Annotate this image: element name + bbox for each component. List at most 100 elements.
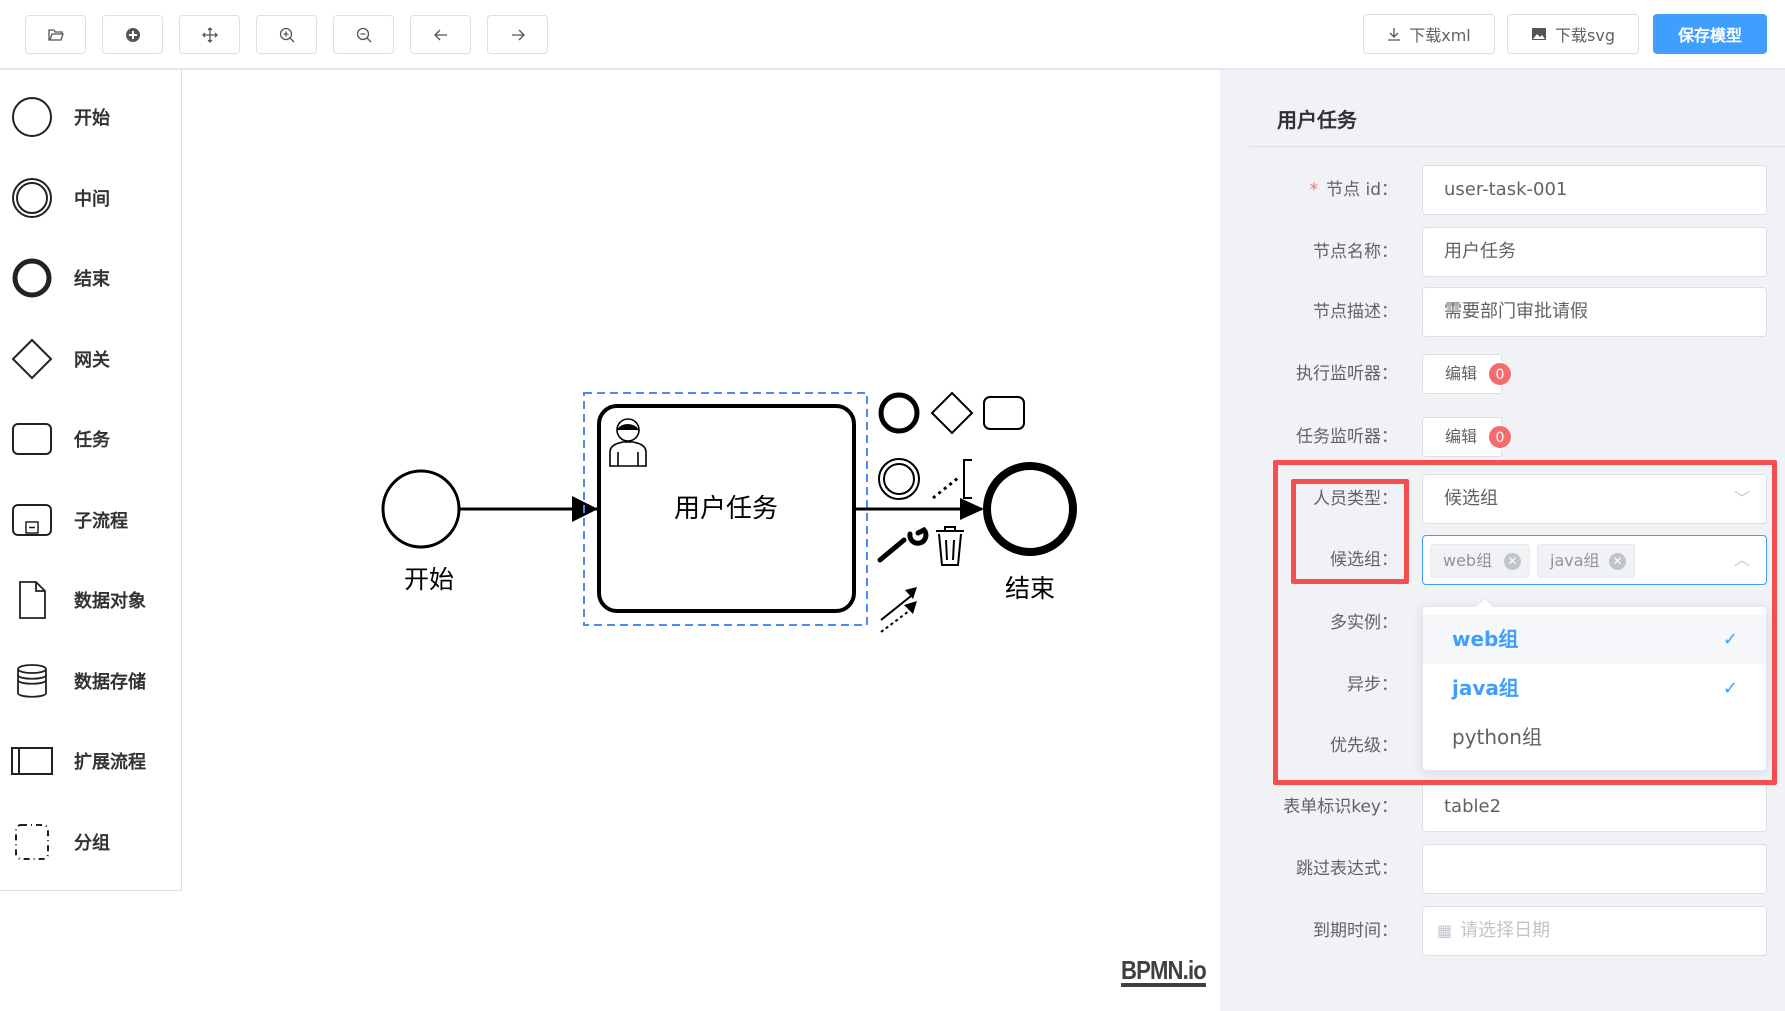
palette-item-label: 分组 bbox=[74, 833, 110, 854]
node-id-row: *节点 id： user-task-001 bbox=[1220, 165, 1785, 215]
skip-expr-input[interactable] bbox=[1422, 844, 1767, 894]
palette-item-end[interactable]: 结束 bbox=[10, 253, 110, 303]
palette-item-subprocess[interactable]: 子流程 bbox=[10, 495, 128, 545]
data-store-icon bbox=[17, 664, 47, 698]
toolbar: 下载xml 下载svg 保存模型 bbox=[0, 0, 1785, 70]
new-diagram-button[interactable] bbox=[102, 15, 163, 54]
data-object-icon bbox=[19, 581, 46, 619]
zoom-out-button[interactable] bbox=[333, 15, 394, 54]
zoom-out-icon bbox=[356, 27, 371, 42]
palette-item-group[interactable]: 分组 bbox=[10, 817, 110, 867]
node-desc-label: 节点描述： bbox=[1313, 302, 1398, 322]
palette-item-task[interactable]: 任务 bbox=[10, 414, 110, 464]
palette-item-label: 数据存储 bbox=[74, 672, 146, 693]
due-date-label: 到期时间： bbox=[1313, 921, 1398, 941]
append-end-event-icon[interactable] bbox=[878, 392, 920, 434]
due-date-picker[interactable]: ▦请选择日期 bbox=[1422, 906, 1767, 956]
candidate-group-label: 候选组： bbox=[1330, 550, 1398, 570]
task-icon bbox=[12, 423, 52, 455]
intermediate-event-icon bbox=[12, 178, 52, 218]
form-key-input[interactable]: table2 bbox=[1422, 782, 1767, 832]
priority-row: 优先级： bbox=[1220, 721, 1785, 771]
palette-item-label: 扩展流程 bbox=[74, 752, 146, 773]
trash-icon[interactable] bbox=[936, 526, 964, 566]
bpmn-io-logo[interactable]: BPMN.io bbox=[1121, 955, 1207, 987]
check-icon: ✓ bbox=[1722, 629, 1738, 650]
user-type-row: 人员类型： 候选组﹀ bbox=[1220, 474, 1785, 524]
group-icon bbox=[15, 824, 49, 860]
text-annotation-icon[interactable] bbox=[932, 459, 972, 500]
diagram-canvas[interactable]: 开始 用户任务 结束 BPMN.io bbox=[183, 70, 1220, 1011]
connect-icon[interactable] bbox=[880, 587, 917, 633]
user-task[interactable] bbox=[597, 404, 856, 613]
skip-expr-label: 跳过表达式： bbox=[1296, 859, 1398, 879]
gateway-icon bbox=[11, 338, 53, 380]
highlight-box-outer bbox=[1273, 460, 1777, 785]
form-key-label: 表单标识key： bbox=[1283, 797, 1398, 817]
priority-label: 优先级： bbox=[1330, 736, 1398, 756]
fit-view-button[interactable] bbox=[179, 15, 240, 54]
move-icon bbox=[201, 26, 218, 43]
async-row: 异步： bbox=[1220, 660, 1785, 710]
panel-title: 用户任务 bbox=[1277, 108, 1357, 132]
option-web[interactable]: web组✓ bbox=[1423, 615, 1766, 664]
calendar-icon: ▦ bbox=[1437, 921, 1453, 940]
image-icon bbox=[1532, 28, 1547, 40]
palette-item-intermediate[interactable]: 中间 bbox=[10, 173, 110, 223]
append-gateway-icon[interactable] bbox=[930, 391, 974, 435]
palette: 开始 中间 结束 网关 任务 子流程 数据对象 数据存储 扩展流程 分组 bbox=[0, 70, 182, 891]
selection-outline bbox=[583, 392, 868, 626]
node-name-input[interactable]: 用户任务 bbox=[1422, 227, 1767, 277]
node-id-label: *节点 id： bbox=[1309, 180, 1398, 200]
palette-item-start[interactable]: 开始 bbox=[10, 92, 110, 142]
open-file-button[interactable] bbox=[25, 15, 86, 54]
redo-button[interactable] bbox=[487, 15, 548, 54]
end-event-label: 结束 bbox=[1005, 574, 1055, 603]
tag-close-icon[interactable]: ✕ bbox=[1504, 553, 1521, 570]
candidate-group-dropdown: web组✓ java组✓ python组 bbox=[1422, 606, 1767, 771]
node-id-input[interactable]: user-task-001 bbox=[1422, 165, 1767, 215]
tag-close-icon[interactable]: ✕ bbox=[1609, 553, 1626, 570]
node-desc-input[interactable]: 需要部门审批请假 bbox=[1422, 287, 1767, 337]
start-event[interactable] bbox=[381, 469, 461, 549]
user-type-select[interactable]: 候选组﹀ bbox=[1422, 474, 1767, 524]
option-java[interactable]: java组✓ bbox=[1423, 664, 1766, 713]
wrench-icon[interactable] bbox=[877, 526, 929, 563]
download-icon bbox=[1388, 28, 1401, 41]
palette-item-data-store[interactable]: 数据存储 bbox=[10, 656, 146, 706]
user-task-label: 用户任务 bbox=[674, 494, 778, 524]
user-type-label: 人员类型： bbox=[1313, 489, 1398, 509]
chevron-up-icon: ︿ bbox=[1733, 550, 1750, 569]
palette-item-data-object[interactable]: 数据对象 bbox=[10, 575, 146, 625]
user-type-value: 候选组 bbox=[1444, 488, 1498, 509]
candidate-group-row: 候选组： web组✕ java组✕ ︿ bbox=[1220, 535, 1785, 585]
palette-item-label: 网关 bbox=[74, 350, 110, 371]
save-model-label: 保存模型 bbox=[1677, 26, 1742, 45]
download-svg-button[interactable]: 下载svg bbox=[1507, 14, 1639, 54]
check-icon: ✓ bbox=[1722, 678, 1738, 699]
task-listener-label: 任务监听器： bbox=[1296, 427, 1398, 447]
option-python[interactable]: python组 bbox=[1452, 725, 1542, 749]
tag-web: web组✕ bbox=[1430, 544, 1530, 578]
zoom-in-icon bbox=[279, 27, 294, 42]
panel-divider bbox=[1249, 146, 1785, 147]
palette-item-pool[interactable]: 扩展流程 bbox=[10, 736, 146, 786]
subprocess-icon bbox=[12, 504, 52, 536]
sequence-flow-arrow bbox=[960, 498, 984, 520]
append-task-icon[interactable] bbox=[983, 396, 1025, 430]
node-name-label: 节点名称： bbox=[1313, 242, 1398, 262]
plus-circle-icon bbox=[125, 27, 140, 42]
palette-item-label: 数据对象 bbox=[74, 591, 146, 612]
undo-button[interactable] bbox=[410, 15, 471, 54]
candidate-group-select[interactable]: web组✕ java组✕ ︿ bbox=[1422, 535, 1767, 585]
save-model-button[interactable]: 保存模型 bbox=[1653, 14, 1767, 54]
palette-item-gateway[interactable]: 网关 bbox=[10, 334, 110, 384]
zoom-in-button[interactable] bbox=[256, 15, 317, 54]
append-intermediate-event-icon[interactable] bbox=[878, 458, 920, 500]
palette-item-label: 子流程 bbox=[74, 511, 128, 532]
due-date-row: 到期时间： ▦请选择日期 bbox=[1220, 906, 1785, 956]
palette-item-label: 开始 bbox=[74, 108, 110, 129]
download-xml-label: 下载xml bbox=[1409, 26, 1471, 45]
download-xml-button[interactable]: 下载xml bbox=[1363, 14, 1495, 54]
end-event[interactable] bbox=[983, 462, 1077, 556]
